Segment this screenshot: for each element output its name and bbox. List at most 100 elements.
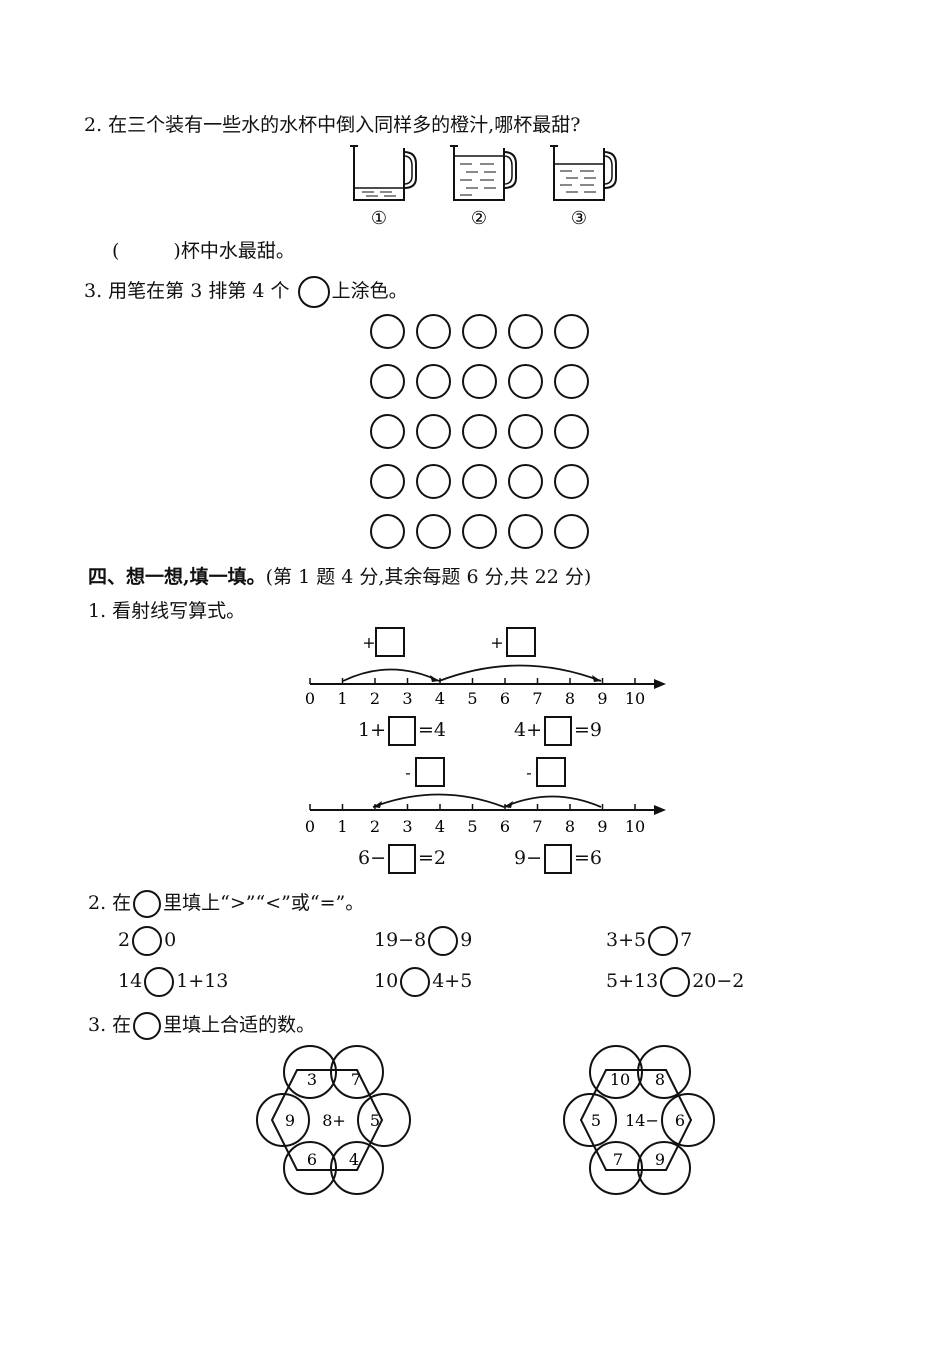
- grid-circle-r5-c2[interactable]: [416, 514, 451, 549]
- compare-left: 19−8: [374, 929, 427, 951]
- sub-eq-2-blank[interactable]: [544, 844, 573, 874]
- grid-circle-r4-c1[interactable]: [370, 464, 405, 499]
- grid-circle-r2-c1[interactable]: [370, 364, 405, 399]
- grid-circle-r2-c2[interactable]: [416, 364, 451, 399]
- grid-circle-r1-c1[interactable]: [370, 314, 405, 349]
- plus-sign-1: +: [362, 633, 375, 652]
- sub-eq-2: 9− =6: [514, 844, 602, 874]
- answer-open-paren: (: [112, 240, 120, 262]
- wheel-num: 3: [307, 1070, 317, 1089]
- compare-circle[interactable]: [428, 926, 459, 956]
- compare-circle[interactable]: [144, 967, 175, 997]
- compare-item-2: 19−8 9: [374, 926, 472, 956]
- compare-right: 9: [460, 929, 473, 951]
- tick-label: 8: [565, 689, 575, 708]
- axis-arrow-icon: [654, 805, 666, 815]
- grid-circle-r1-c5[interactable]: [554, 314, 589, 349]
- grid-circle-r1-c3[interactable]: [462, 314, 497, 349]
- grid-circle-r2-c4[interactable]: [508, 364, 543, 399]
- tick-label: 3: [402, 817, 412, 836]
- tick-label: 9: [597, 689, 607, 708]
- wheel-circle[interactable]: [637, 1045, 691, 1099]
- tick-label: 6: [500, 689, 510, 708]
- jump-box-2[interactable]: [506, 627, 536, 657]
- wheel-circle[interactable]: [637, 1141, 691, 1195]
- grid-circle-r4-c5[interactable]: [554, 464, 589, 499]
- compare-left: 2: [118, 929, 131, 951]
- wheel-num: 9: [655, 1150, 665, 1169]
- grid-circle-r5-c3[interactable]: [462, 514, 497, 549]
- compare-circle[interactable]: [132, 926, 163, 956]
- jump-box-4[interactable]: [536, 757, 566, 787]
- compare-right: 0: [164, 929, 177, 951]
- tick-label: 6: [500, 817, 510, 836]
- circle-symbol-icon: [133, 1012, 162, 1040]
- jump-box-1[interactable]: [375, 627, 405, 657]
- wheel-center: 8+: [322, 1111, 346, 1130]
- grid-circle-r3-c2[interactable]: [416, 414, 451, 449]
- axis-arrow-icon: [654, 679, 666, 689]
- grid-circle-r3-c1[interactable]: [370, 414, 405, 449]
- sub-eq-1-blank[interactable]: [388, 844, 417, 874]
- grid-circle-r4-c3[interactable]: [462, 464, 497, 499]
- compare-left: 5+13: [606, 970, 659, 992]
- wheel-circle[interactable]: [330, 1045, 384, 1099]
- arc-arrow-2-icon: [592, 675, 601, 682]
- grid-circle-r5-c1[interactable]: [370, 514, 405, 549]
- wheel-circle[interactable]: [357, 1093, 411, 1147]
- add-eq-2-blank[interactable]: [544, 716, 573, 746]
- section4-scoring: (第 1 题 4 分,其余每题 6 分,共 22 分): [265, 566, 592, 588]
- jump-box-3[interactable]: [415, 757, 445, 787]
- compare-circle[interactable]: [648, 926, 679, 956]
- jump-arc-3: [372, 793, 505, 808]
- grid-circle-r5-c4[interactable]: [508, 514, 543, 549]
- tick-label: 10: [625, 689, 645, 708]
- wheel-center: 14−: [625, 1111, 659, 1130]
- grid-circle-r3-c4[interactable]: [508, 414, 543, 449]
- section4-heading: 四、想一想,填一填。(第 1 题 4 分,其余每题 6 分,共 22 分): [88, 562, 591, 589]
- cup-label-2: ②: [471, 208, 487, 229]
- wheel-circle[interactable]: [283, 1141, 337, 1195]
- compare-circle[interactable]: [660, 967, 691, 997]
- wheel-circle[interactable]: [589, 1045, 643, 1099]
- compare-right: 4+5: [432, 970, 473, 992]
- wheel-circle[interactable]: [330, 1141, 384, 1195]
- add-eq-1: 1+=4: [358, 716, 446, 746]
- wheel-circle[interactable]: [589, 1141, 643, 1195]
- wheel-circle[interactable]: [283, 1045, 337, 1099]
- grid-circle-r3-c5[interactable]: [554, 414, 589, 449]
- q2-answer-line: ()杯中水最甜。: [112, 236, 295, 263]
- wheel-num: 5: [591, 1111, 601, 1130]
- grid-circle-r4-c2[interactable]: [416, 464, 451, 499]
- grid-circle-r2-c5[interactable]: [554, 364, 589, 399]
- sub-eq-2-left: 9−: [514, 847, 543, 869]
- p2-prompt-after: 里填上“>”“<”或“=”。: [163, 892, 365, 914]
- add-eq-1-blank[interactable]: [388, 716, 417, 746]
- wheel-circle[interactable]: [563, 1093, 617, 1147]
- compare-circle[interactable]: [400, 967, 431, 997]
- tick-label: 5: [467, 689, 477, 708]
- grid-circle-r2-c3[interactable]: [462, 364, 497, 399]
- grid-circle-r5-c5[interactable]: [554, 514, 589, 549]
- grid-circle-r4-c4[interactable]: [508, 464, 543, 499]
- jump-arc-4: [503, 795, 602, 808]
- tick-label: 9: [597, 817, 607, 836]
- hexagon-shape: [579, 1069, 693, 1171]
- sub-eq-2-right: =6: [574, 847, 603, 869]
- wheel-circle[interactable]: [661, 1093, 715, 1147]
- tick-label: 2: [370, 689, 380, 708]
- sub-eq-1-right: =2: [418, 847, 447, 869]
- tick-label: 4: [435, 817, 445, 836]
- tick-label: 1: [337, 689, 347, 708]
- grid-circle-r1-c4[interactable]: [508, 314, 543, 349]
- grid-circle-r1-c2[interactable]: [416, 314, 451, 349]
- cups-illustration: ① ② ③: [350, 145, 617, 229]
- tick-label: 8: [565, 817, 575, 836]
- compare-right: 7: [680, 929, 693, 951]
- wheel-num: 6: [675, 1111, 685, 1130]
- wheel-circle[interactable]: [256, 1093, 310, 1147]
- grid-circle-r3-c3[interactable]: [462, 414, 497, 449]
